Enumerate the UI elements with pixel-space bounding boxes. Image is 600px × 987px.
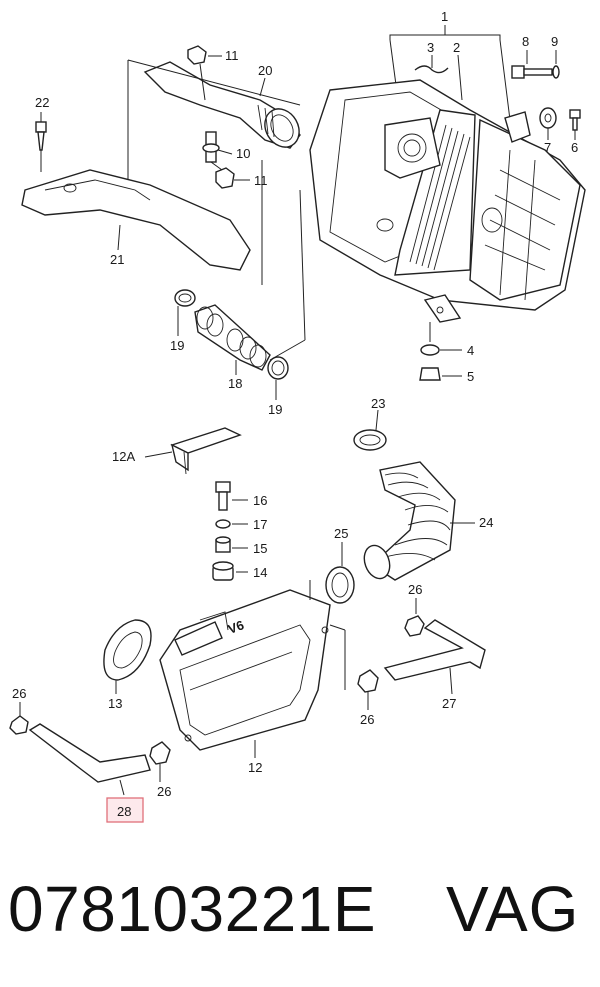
label-26-right-bottom: 26 bbox=[360, 712, 374, 727]
nut-part-5 bbox=[419, 367, 441, 381]
clamp-part-19-left bbox=[174, 289, 196, 307]
hose-part-27 bbox=[383, 619, 486, 681]
label-7: 7 bbox=[544, 140, 551, 155]
label-19-right: 19 bbox=[268, 402, 282, 417]
housing-v6-marking: V6 bbox=[226, 617, 246, 637]
bush-part-15 bbox=[215, 536, 231, 553]
label-13: 13 bbox=[108, 696, 122, 711]
footer: 078103221E VAG bbox=[0, 866, 600, 966]
label-26-left-bottom: 26 bbox=[157, 784, 171, 799]
screw-part-6 bbox=[569, 109, 581, 131]
label-23: 23 bbox=[371, 396, 385, 411]
label-15: 15 bbox=[253, 541, 267, 556]
clamp-part-26-right-top bbox=[404, 615, 425, 637]
label-12: 12 bbox=[248, 760, 262, 775]
part-number: 078103221E bbox=[8, 873, 377, 945]
screw-part-22 bbox=[35, 121, 47, 151]
hose-part-18 bbox=[194, 304, 271, 371]
clamp-part-26-right-bottom bbox=[357, 669, 379, 693]
hose-part-24 bbox=[363, 461, 456, 581]
label-6: 6 bbox=[571, 140, 578, 155]
label-25: 25 bbox=[334, 526, 348, 541]
label-24: 24 bbox=[479, 515, 493, 530]
label-10: 10 bbox=[236, 146, 250, 161]
bolt-part-8 bbox=[511, 65, 553, 79]
air-filter-assembly-bracket bbox=[389, 25, 511, 121]
label-16: 16 bbox=[253, 493, 267, 508]
clamp-part-19-right bbox=[267, 356, 289, 380]
label-8: 8 bbox=[522, 34, 529, 49]
label-14: 14 bbox=[253, 565, 267, 580]
clamp-part-26-left-top bbox=[9, 715, 29, 735]
label-21: 21 bbox=[110, 252, 124, 267]
nut-part-11-bottom bbox=[215, 167, 235, 189]
highlight-box-28 bbox=[106, 797, 144, 823]
seal-part-13 bbox=[103, 619, 152, 681]
air-filter-housing bbox=[309, 79, 586, 323]
cover-part-12a bbox=[170, 427, 242, 475]
label-12a: 12A bbox=[112, 449, 135, 464]
callout-labels: 1 2 3 8 9 7 6 4 5 11 20 22 10 11 21 19 1… bbox=[12, 9, 578, 819]
label-11-bottom: 11 bbox=[254, 173, 268, 188]
label-3: 3 bbox=[427, 40, 434, 55]
exploded-parts-diagram: V6 1 2 3 8 9 7 bbox=[9, 9, 586, 823]
label-22: 22 bbox=[35, 95, 49, 110]
label-11-top: 11 bbox=[225, 48, 239, 63]
washer-part-9 bbox=[552, 65, 560, 79]
label-19-left: 19 bbox=[170, 338, 184, 353]
clamp-part-26-left-bottom bbox=[149, 741, 171, 765]
clip-part-3 bbox=[414, 65, 449, 74]
label-26-right-top: 26 bbox=[408, 582, 422, 597]
brand-name: VAG bbox=[446, 873, 580, 945]
label-18: 18 bbox=[228, 376, 242, 391]
label-5: 5 bbox=[467, 369, 474, 384]
label-28: 28 bbox=[117, 804, 131, 819]
intake-duct-part-20 bbox=[143, 61, 301, 149]
label-9: 9 bbox=[551, 34, 558, 49]
washer-part-4 bbox=[420, 344, 440, 356]
grommet-part-7 bbox=[539, 107, 557, 129]
label-4: 4 bbox=[467, 343, 474, 358]
label-27: 27 bbox=[442, 696, 456, 711]
bolt-part-16 bbox=[215, 481, 231, 511]
clamp-part-23 bbox=[353, 429, 387, 451]
label-1: 1 bbox=[441, 9, 448, 24]
label-26-left-top: 26 bbox=[12, 686, 26, 701]
clamp-part-25 bbox=[325, 566, 355, 604]
stud-part-10 bbox=[202, 131, 220, 163]
label-17: 17 bbox=[253, 517, 267, 532]
grommet-part-14 bbox=[212, 561, 234, 581]
label-2: 2 bbox=[453, 40, 460, 55]
air-guide-part-21 bbox=[21, 169, 251, 271]
filter-housing-part-12: V6 bbox=[159, 589, 331, 751]
hose-part-28 bbox=[28, 723, 151, 783]
nut-part-11-top bbox=[187, 45, 207, 65]
label-20: 20 bbox=[258, 63, 272, 78]
washer-part-17 bbox=[215, 519, 231, 529]
